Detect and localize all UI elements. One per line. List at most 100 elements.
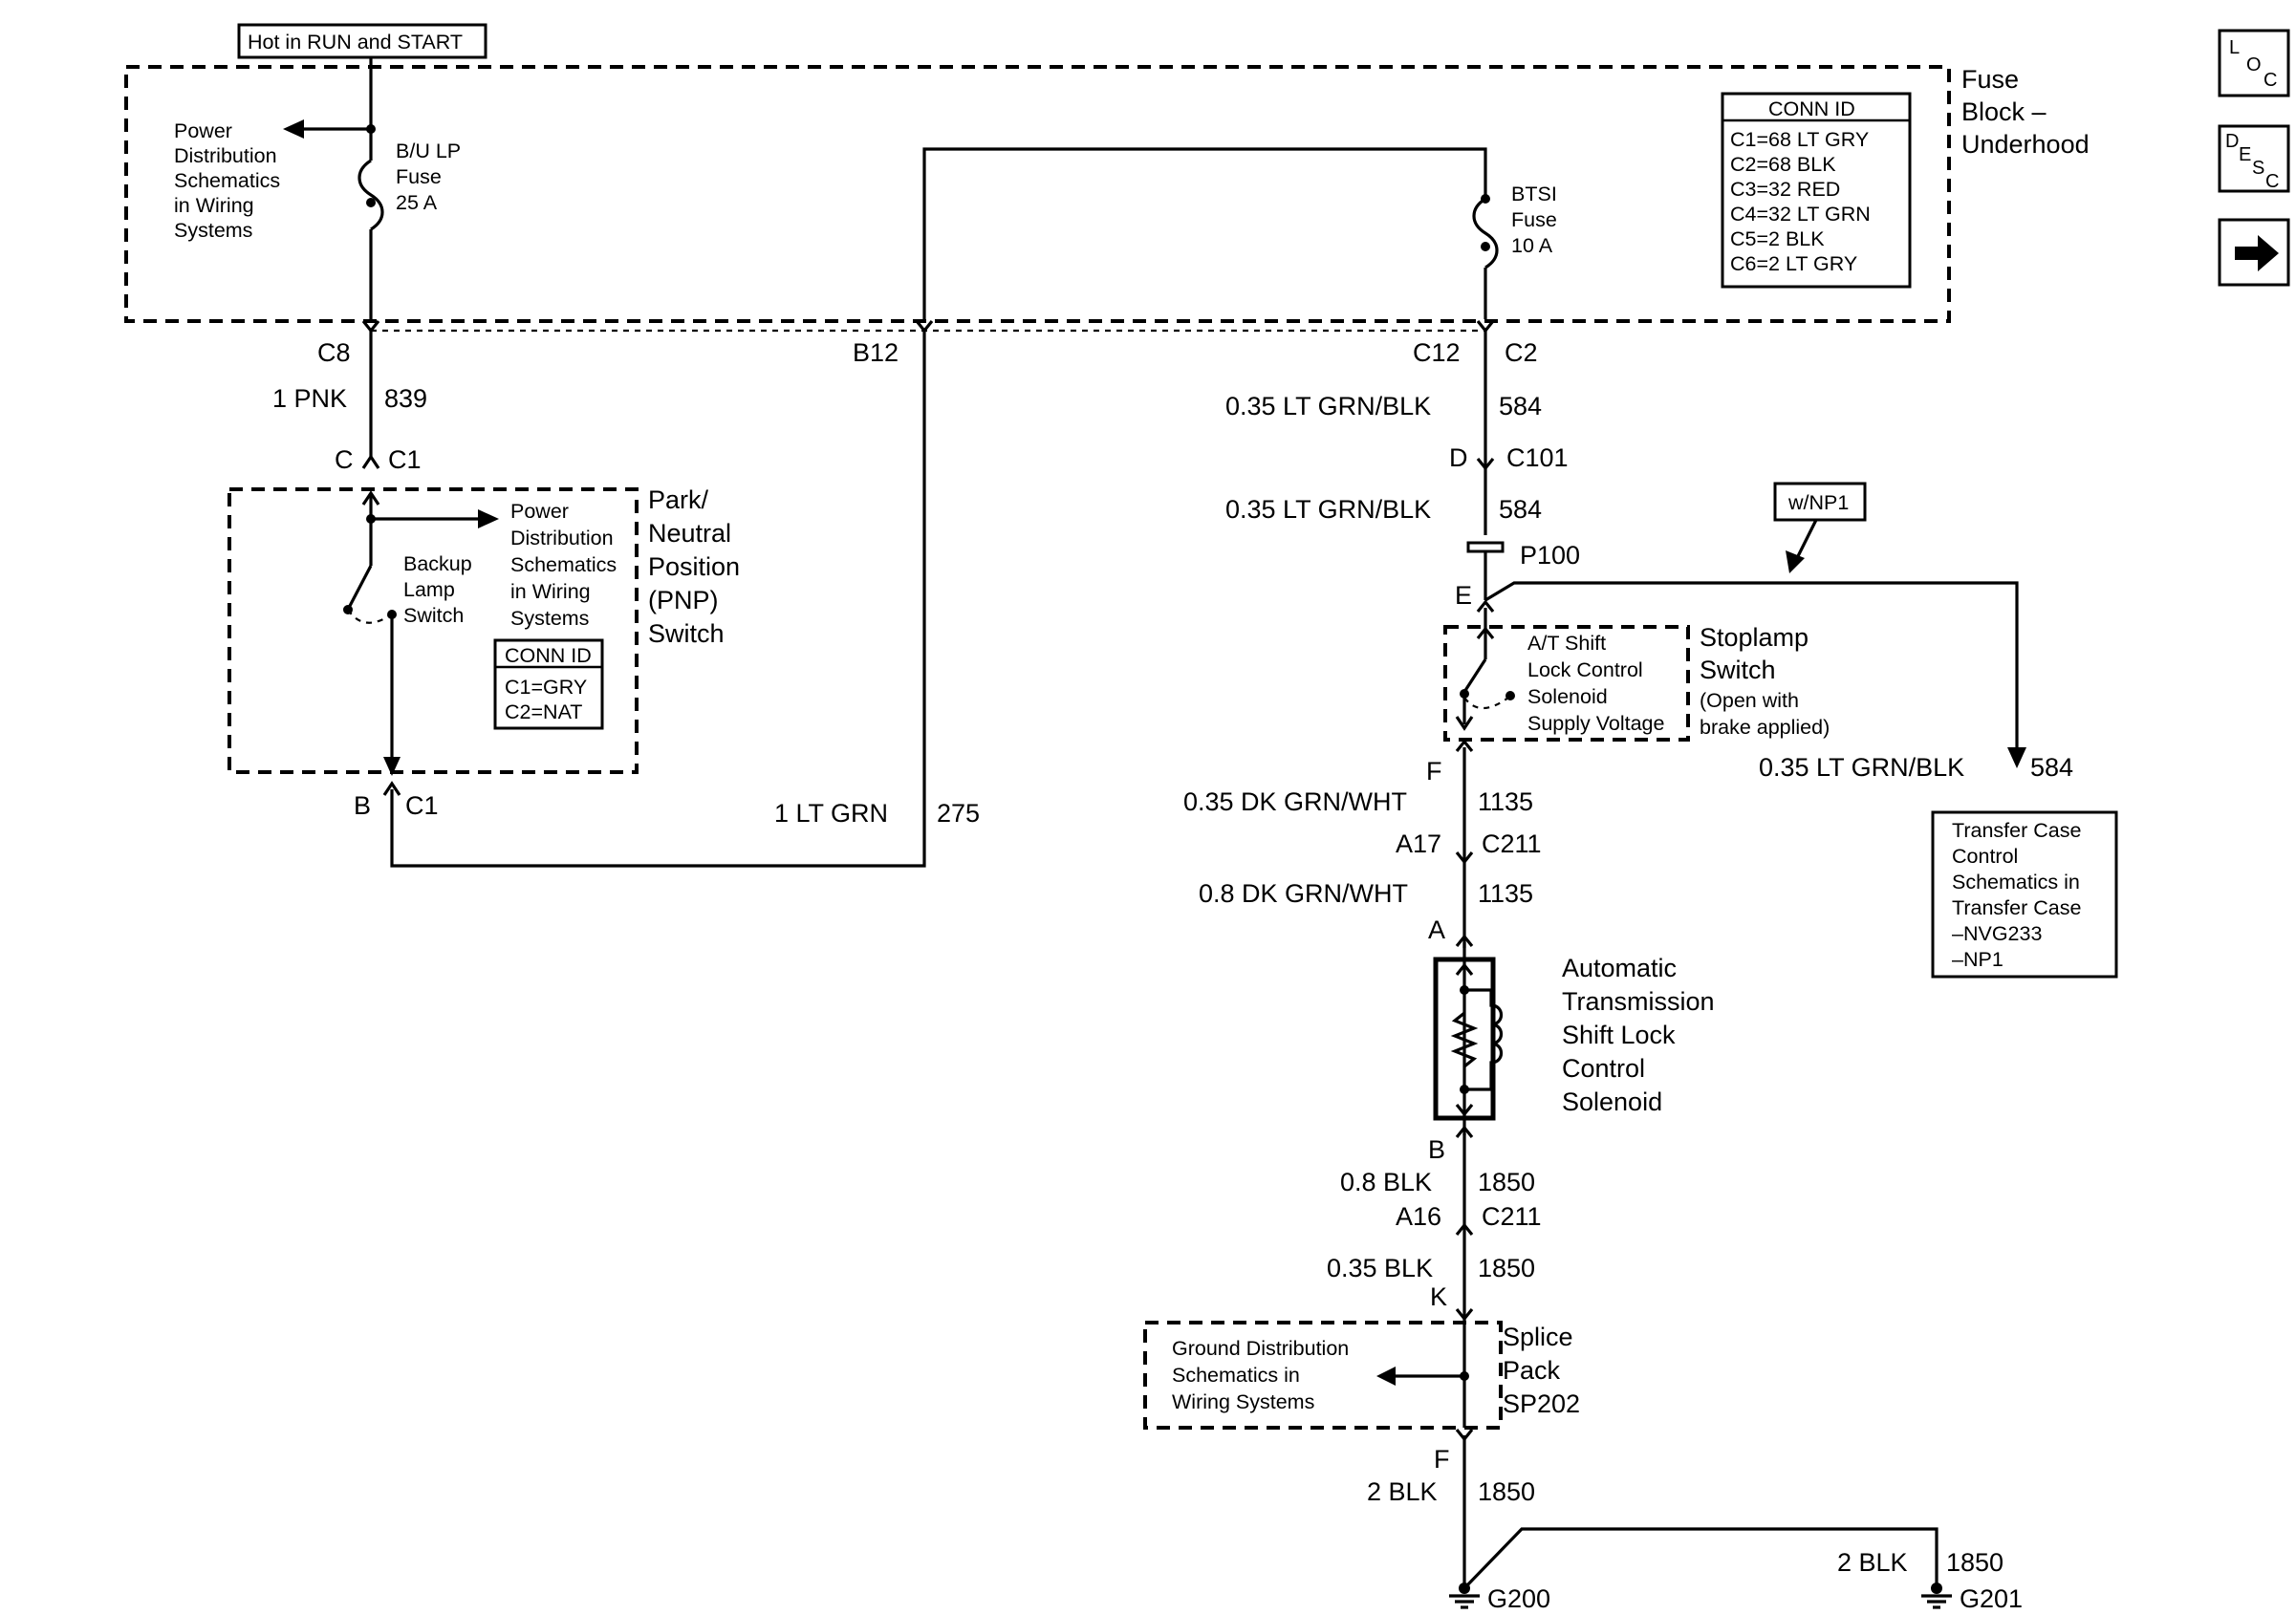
svg-text:brake applied): brake applied) — [1700, 716, 1830, 739]
svg-text:Control: Control — [1562, 1054, 1645, 1083]
bu-lp-fuse: B/U LP Fuse 25 A — [357, 57, 461, 319]
svg-text:K: K — [1430, 1282, 1447, 1311]
svg-text:C211: C211 — [1482, 829, 1542, 858]
svg-text:(PNP): (PNP) — [648, 586, 719, 614]
svg-text:C5=2 BLK: C5=2 BLK — [1730, 227, 1825, 250]
stoplamp-switch-outline — [1443, 625, 1690, 742]
fuse-block-conn-id: CONN ID C1=68 LT GRY C2=68 BLK C3=32 RED… — [1721, 92, 1912, 289]
svg-text:Automatic: Automatic — [1562, 954, 1677, 982]
svg-text:25 A: 25 A — [396, 191, 438, 214]
svg-text:Solenoid: Solenoid — [1562, 1087, 1662, 1116]
svg-text:B/U LP: B/U LP — [396, 140, 461, 162]
svg-text:C: C — [2265, 171, 2279, 192]
svg-text:Fuse: Fuse — [396, 165, 442, 188]
svg-text:Transmission: Transmission — [1562, 987, 1715, 1016]
pnp-switch-title: Park/ Neutral Position (PNP) Switch — [648, 485, 740, 648]
btsi-fuse: BTSI Fuse 10 A — [922, 147, 1557, 319]
svg-text:G201: G201 — [1960, 1584, 2023, 1610]
svg-text:C8: C8 — [317, 338, 351, 367]
svg-text:Fuse: Fuse — [1511, 208, 1557, 231]
svg-text:Position: Position — [648, 552, 740, 581]
loc-button[interactable]: L O C — [2218, 29, 2290, 97]
splice-pack-outline — [1143, 1321, 1503, 1430]
svg-text:E: E — [1455, 581, 1472, 610]
svg-text:in Wiring: in Wiring — [510, 580, 591, 603]
svg-text:584: 584 — [1499, 392, 1542, 420]
ground-g200: G200 — [1449, 1583, 1550, 1613]
svg-text:O: O — [2246, 54, 2262, 75]
svg-text:0.35 LT GRN/BLK: 0.35 LT GRN/BLK — [1225, 392, 1431, 420]
svg-text:in Wiring: in Wiring — [174, 194, 254, 217]
svg-text:Schematics: Schematics — [174, 169, 280, 192]
svg-text:Shift Lock: Shift Lock — [1562, 1021, 1676, 1049]
svg-text:0.35 DK GRN/WHT: 0.35 DK GRN/WHT — [1183, 787, 1407, 816]
svg-text:w/NP1: w/NP1 — [1787, 491, 1849, 514]
svg-text:–NP1: –NP1 — [1952, 948, 2004, 971]
svg-text:Schematics in: Schematics in — [1952, 871, 2080, 894]
svg-text:2 BLK: 2 BLK — [1367, 1477, 1438, 1506]
svg-text:E: E — [2239, 144, 2251, 165]
svg-text:1850: 1850 — [1946, 1548, 2004, 1577]
svg-text:L: L — [2229, 37, 2240, 58]
p100-connector: P100 E — [1455, 541, 1580, 610]
transfer-case-ref: Transfer Case Control Schematics in Tran… — [1931, 810, 2118, 979]
svg-text:1850: 1850 — [1478, 1254, 1535, 1282]
svg-text:584: 584 — [1499, 495, 1542, 524]
svg-text:CONN ID: CONN ID — [1768, 97, 1855, 120]
svg-text:0.35 BLK: 0.35 BLK — [1327, 1254, 1433, 1282]
pnp-power-ref: Power Distribution Schematics in Wiring … — [510, 500, 617, 630]
svg-text:2 BLK: 2 BLK — [1837, 1548, 1908, 1577]
np1-branch: w/NP1 0.35 LT GRN/BLK 584 — [1484, 482, 2073, 782]
svg-text:Lock Control: Lock Control — [1527, 658, 1643, 681]
svg-text:839: 839 — [384, 384, 427, 413]
svg-text:C211: C211 — [1482, 1202, 1542, 1231]
svg-text:1 LT GRN: 1 LT GRN — [774, 799, 888, 828]
svg-text:Power: Power — [174, 119, 232, 142]
svg-text:SP202: SP202 — [1503, 1389, 1580, 1418]
svg-text:Power: Power — [510, 500, 569, 523]
svg-text:1135: 1135 — [1478, 879, 1533, 908]
svg-text:CONN ID: CONN ID — [505, 644, 592, 667]
svg-text:S: S — [2252, 158, 2264, 179]
svg-text:A: A — [1428, 915, 1445, 944]
svg-text:D: D — [1449, 443, 1468, 472]
svg-text:C6=2 LT GRY: C6=2 LT GRY — [1730, 252, 1857, 275]
svg-text:Ground Distribution: Ground Distribution — [1172, 1337, 1349, 1360]
svg-text:P100: P100 — [1520, 541, 1580, 570]
svg-text:B: B — [1428, 1135, 1445, 1164]
fuse-block-title: Fuse Block – Underhood — [1961, 65, 2090, 159]
svg-text:Splice: Splice — [1503, 1323, 1573, 1351]
svg-text:Transfer Case: Transfer Case — [1952, 896, 2081, 919]
fuse-block-outline — [124, 65, 1951, 323]
svg-text:Backup: Backup — [403, 552, 472, 575]
desc-button[interactable]: D E S C — [2218, 124, 2290, 193]
next-arrow-button[interactable] — [2218, 218, 2290, 287]
svg-text:Park/: Park/ — [648, 485, 709, 514]
backup-lamp-switch: Backup Lamp Switch — [343, 490, 499, 776]
svg-text:1 PNK: 1 PNK — [272, 384, 347, 413]
wire-275: B C1 B12 1 LT GRN 275 — [354, 320, 980, 868]
svg-text:B12: B12 — [853, 338, 899, 367]
svg-text:Distribution: Distribution — [174, 144, 277, 167]
svg-text:1850: 1850 — [1478, 1477, 1535, 1506]
power-source-tag — [237, 23, 487, 59]
svg-text:C2: C2 — [1505, 338, 1538, 367]
svg-text:Switch: Switch — [648, 619, 725, 648]
svg-text:Stoplamp: Stoplamp — [1700, 623, 1809, 652]
svg-text:C1=GRY: C1=GRY — [505, 676, 587, 699]
svg-text:C1: C1 — [388, 445, 422, 474]
svg-text:275: 275 — [937, 799, 980, 828]
svg-text:Systems: Systems — [510, 607, 589, 630]
svg-text:C2=68 BLK: C2=68 BLK — [1730, 153, 1836, 176]
svg-text:Schematics: Schematics — [510, 553, 617, 576]
pnp-conn-id: CONN ID C1=GRY C2=NAT — [493, 638, 604, 730]
ground-g201: G201 — [1921, 1583, 2023, 1613]
svg-text:B: B — [354, 791, 371, 820]
svg-text:Neutral: Neutral — [648, 519, 731, 548]
svg-text:Switch: Switch — [403, 604, 464, 627]
svg-text:Switch: Switch — [1700, 656, 1776, 684]
shift-lock-solenoid: Automatic Transmission Shift Lock Contro… — [1433, 942, 1715, 1135]
svg-text:Solenoid: Solenoid — [1527, 685, 1608, 708]
svg-text:1135: 1135 — [1478, 787, 1533, 816]
svg-text:C101: C101 — [1506, 443, 1569, 472]
